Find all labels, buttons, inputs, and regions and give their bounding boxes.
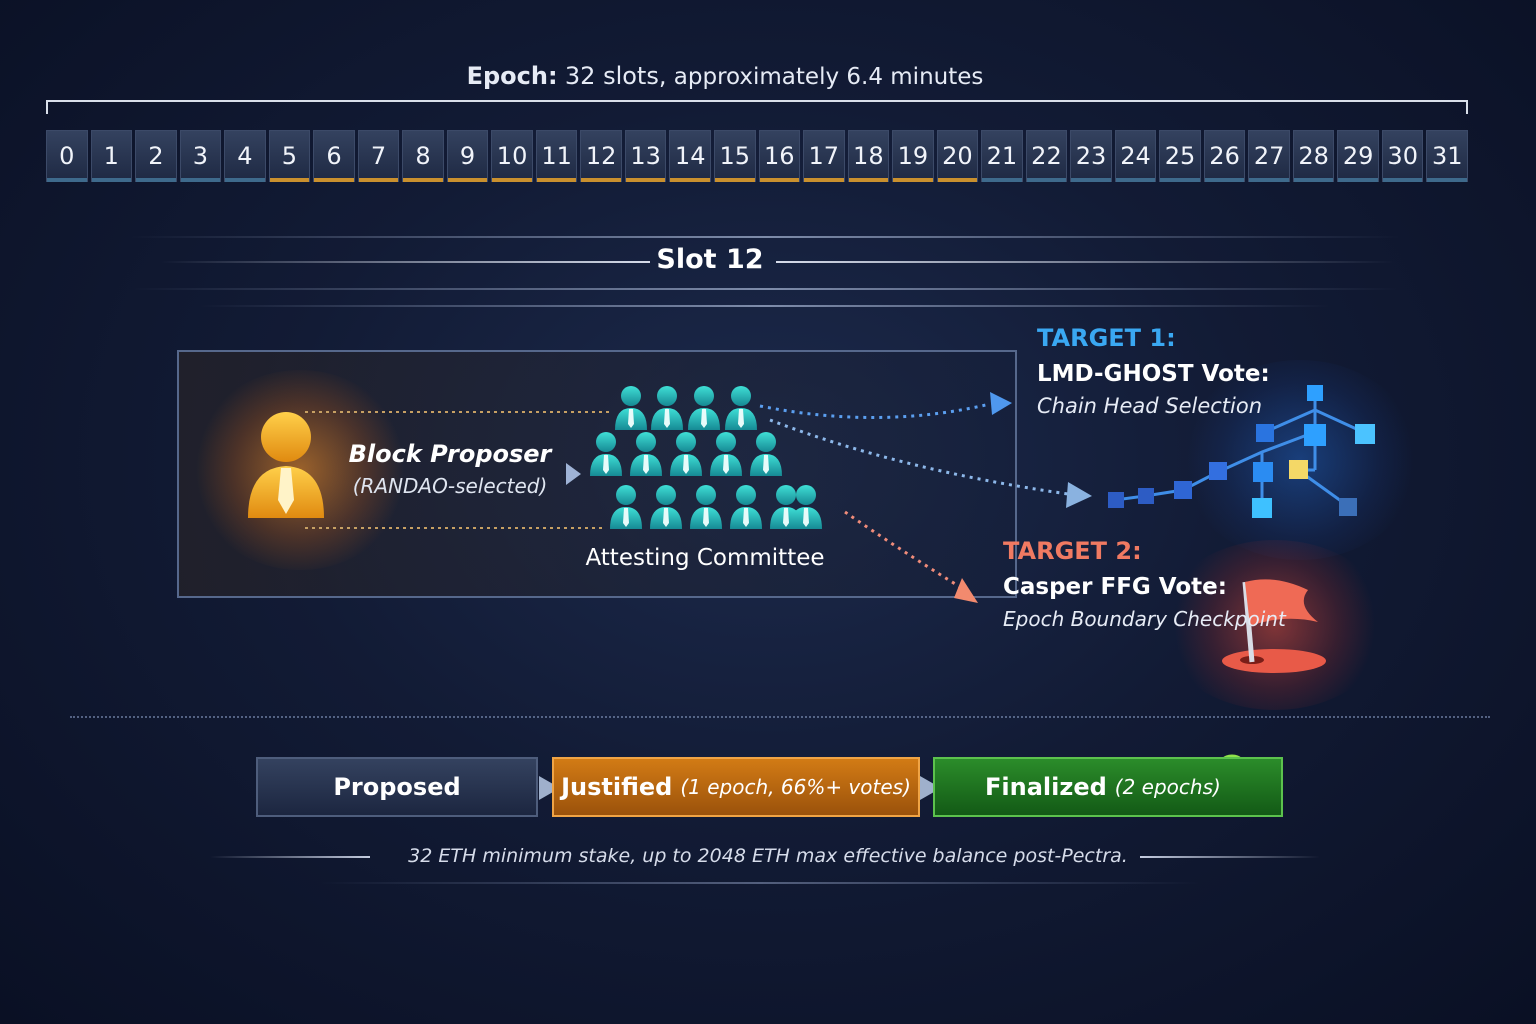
committee-member-icon xyxy=(630,432,662,476)
stage-finalized-label: Finalized xyxy=(985,773,1107,801)
current-slot-label: Slot 12 xyxy=(656,244,764,275)
committee-member-icon xyxy=(750,432,782,476)
slot-cell: 4 xyxy=(224,130,266,182)
chain-blocks xyxy=(1108,385,1375,518)
arrow-to-chain-head xyxy=(769,418,1069,496)
slot-cell: 30 xyxy=(1381,130,1424,182)
slot-cell: 25 xyxy=(1159,130,1201,182)
footer-line-left xyxy=(210,856,370,858)
slot-rule-top xyxy=(130,236,1400,238)
slot-cell: 6 xyxy=(313,130,355,182)
epoch-slot-count: 32 slots, xyxy=(564,62,667,90)
epoch-bracket xyxy=(46,100,1468,114)
target1-label: TARGET 1: xyxy=(1037,324,1176,352)
slot-cell: 1 xyxy=(90,130,133,182)
committee-member-icon xyxy=(610,485,642,529)
stage-finalized-note: (2 epochs) xyxy=(1114,775,1221,799)
footer-line-right xyxy=(1140,856,1320,858)
slot-cell: 10 xyxy=(491,130,533,182)
committee-member-icon xyxy=(688,386,720,430)
slot-divider-right xyxy=(776,261,1396,263)
footer-underline xyxy=(320,882,1200,884)
slot-cell: 0 xyxy=(46,130,88,182)
committee-member-icon xyxy=(615,386,647,430)
proposed-to-justified-arrow xyxy=(539,776,560,800)
committee-member-icon xyxy=(790,485,822,529)
slot-divider-left xyxy=(160,261,650,263)
proposer-to-committee-arrow xyxy=(566,463,581,485)
arrow-to-target2 xyxy=(844,510,966,592)
stage-justified: Justified (1 epoch, 66%+ votes) xyxy=(552,757,920,817)
slot-cell: 7 xyxy=(357,130,400,182)
arrow-to-target1 xyxy=(759,402,991,419)
slot-cell: 12 xyxy=(580,130,622,182)
arrow-to-target2-head xyxy=(954,578,978,603)
committee-member-icon xyxy=(710,432,742,476)
committee-member-icon xyxy=(730,485,762,529)
target1-subtitle: Chain Head Selection xyxy=(1037,394,1263,418)
target2-title: Casper FFG Vote: xyxy=(1003,574,1227,600)
slot-rule-bottom xyxy=(130,288,1400,290)
arrow-to-target1-head xyxy=(990,392,1012,415)
committee-member-icon xyxy=(670,432,702,476)
block-proposer-title: Block Proposer xyxy=(348,440,552,468)
flag-glow xyxy=(1160,540,1390,710)
slot-cell: 31 xyxy=(1426,130,1468,182)
slot-cell: 27 xyxy=(1248,130,1290,182)
slot-cell: 20 xyxy=(936,130,979,182)
slot-cell: 14 xyxy=(669,130,711,182)
slot-cell: 21 xyxy=(981,130,1023,182)
committee-member-icon xyxy=(651,386,683,430)
attesting-committee-label: Attesting Committee xyxy=(585,545,825,571)
slot-cell: 24 xyxy=(1114,130,1157,182)
justified-to-finalized-arrow xyxy=(920,776,941,800)
slot-cell: 13 xyxy=(624,130,667,182)
target2-subtitle: Epoch Boundary Checkpoint xyxy=(1003,607,1286,631)
slot-cell: 11 xyxy=(535,130,578,182)
arrow-to-chain-head-head xyxy=(1066,482,1092,508)
block-proposer-subtitle: (RANDAO-selected) xyxy=(352,474,548,498)
slot-cell: 17 xyxy=(803,130,845,182)
slot-cell: 19 xyxy=(892,130,934,182)
slot-cell: 9 xyxy=(446,130,489,182)
slot-cell: 29 xyxy=(1337,130,1379,182)
stage-finalized: Finalized (2 epochs) xyxy=(933,757,1283,817)
slot-cell: 5 xyxy=(268,130,311,182)
epoch-label: Epoch: xyxy=(466,62,558,90)
stage-justified-note: (1 epoch, 66%+ votes) xyxy=(680,775,911,799)
target1-title: LMD-GHOST Vote: xyxy=(1037,361,1270,387)
slot-cell: 8 xyxy=(402,130,444,182)
slot-cell: 22 xyxy=(1025,130,1068,182)
stage-proposed: Proposed xyxy=(256,757,538,817)
slot-cell: 3 xyxy=(179,130,222,182)
slot-cell: 2 xyxy=(135,130,177,182)
committee-member-icon xyxy=(725,386,757,430)
section-divider xyxy=(70,716,1490,718)
committee-member-icon xyxy=(650,485,682,529)
attesting-committee-icon xyxy=(590,386,822,529)
target2-label: TARGET 2: xyxy=(1003,537,1142,565)
slot-cell: 23 xyxy=(1070,130,1112,182)
stage-proposed-label: Proposed xyxy=(333,773,461,801)
slot-cell: 26 xyxy=(1203,130,1246,182)
committee-member-icon xyxy=(690,485,722,529)
slot-cell: 28 xyxy=(1292,130,1335,182)
block-proposer-icon xyxy=(248,412,324,518)
stage-justified-label: Justified xyxy=(561,773,673,801)
slot-rule-bottom-2 xyxy=(200,305,1330,307)
stake-note: 32 ETH minimum stake, up to 2048 ETH max… xyxy=(408,845,1128,867)
slot-cell: 16 xyxy=(758,130,801,182)
epoch-duration: approximately 6.4 minutes xyxy=(673,64,984,90)
slot-cell: 18 xyxy=(847,130,890,182)
slot-cell: 15 xyxy=(713,130,756,182)
committee-member-icon xyxy=(590,432,622,476)
epoch-title: Epoch: 32 slots, approximately 6.4 minut… xyxy=(0,62,1450,90)
checkpoint-flag-icon xyxy=(1222,579,1326,673)
